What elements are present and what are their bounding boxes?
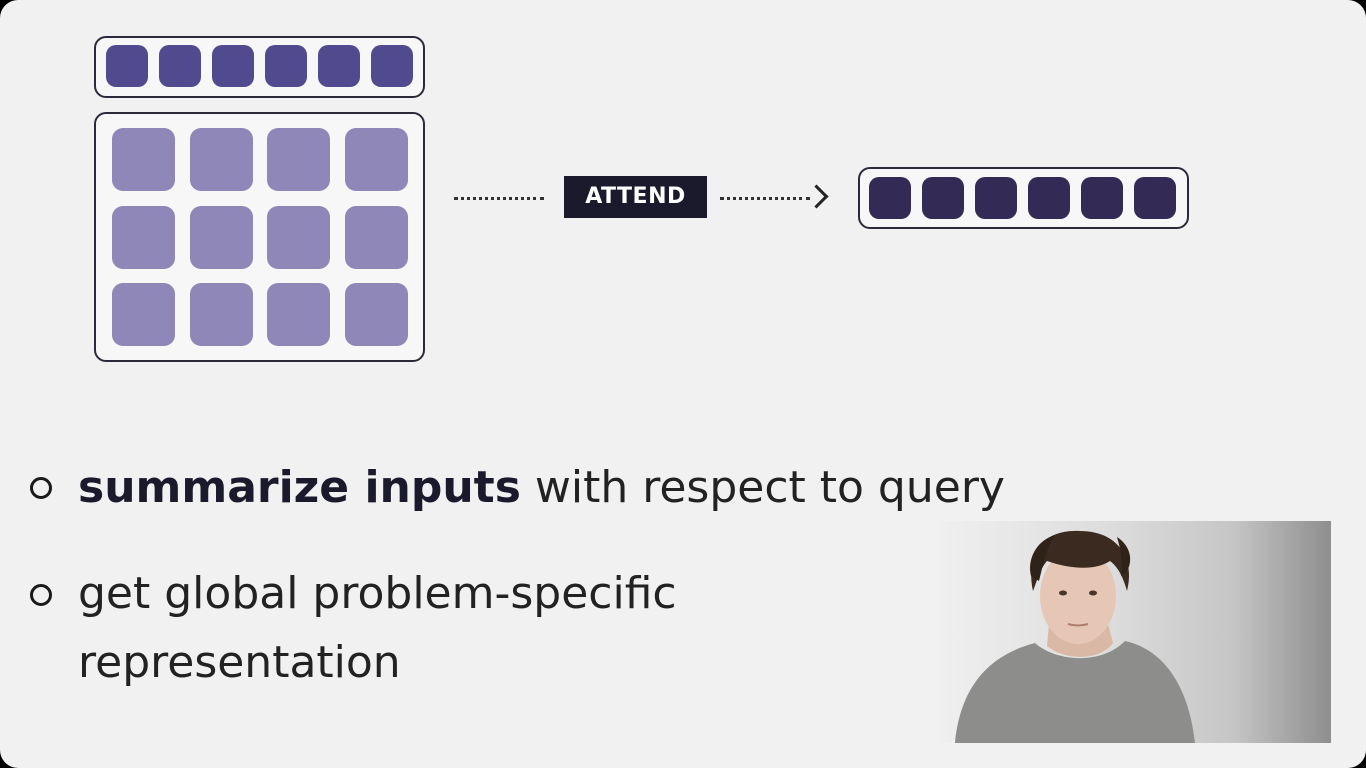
bullet-1: summarize inputs with respect to query — [78, 455, 1005, 521]
input-cell — [345, 206, 408, 269]
output-token — [1081, 177, 1123, 219]
person-video-icon — [955, 530, 1195, 743]
bullet-1-rest: with respect to query — [520, 462, 1005, 513]
input-cell — [190, 206, 253, 269]
query-token — [106, 45, 148, 87]
input-cell — [190, 283, 253, 346]
bullet-ring-icon — [30, 477, 52, 499]
connector-right — [720, 197, 810, 200]
input-cell — [267, 206, 330, 269]
input-cell — [112, 128, 175, 191]
input-cell — [190, 128, 253, 191]
input-cell — [267, 128, 330, 191]
query-token — [265, 45, 307, 87]
query-token — [371, 45, 413, 87]
output-token — [1134, 177, 1176, 219]
query-tokens-box — [94, 36, 425, 98]
input-cell — [267, 283, 330, 346]
connector-left — [454, 197, 544, 200]
query-token — [159, 45, 201, 87]
bullet-1-bold: summarize inputs — [78, 462, 521, 513]
bullet-2-line-1: get global problem-specific — [78, 568, 677, 619]
input-cell — [112, 283, 175, 346]
input-cell — [345, 283, 408, 346]
bullet-ring-icon — [30, 584, 52, 606]
presenter-video — [935, 521, 1331, 743]
output-token — [975, 177, 1017, 219]
output-token — [922, 177, 964, 219]
query-token — [212, 45, 254, 87]
bullet-2-line-2: representation — [78, 637, 401, 688]
output-token — [869, 177, 911, 219]
input-cell — [112, 206, 175, 269]
input-cell — [345, 128, 408, 191]
query-token — [318, 45, 360, 87]
attend-label: ATTEND — [564, 176, 707, 218]
output-tokens-box — [858, 167, 1189, 229]
output-token — [1028, 177, 1070, 219]
arrow-right-icon — [804, 184, 829, 209]
